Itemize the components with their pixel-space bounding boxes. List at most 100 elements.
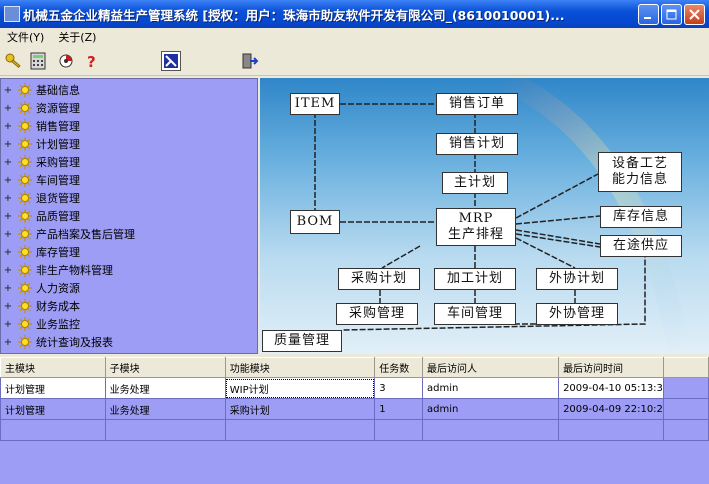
calculator-icon[interactable] — [28, 51, 48, 71]
help-icon[interactable]: ? — [82, 51, 102, 71]
tree-item[interactable]: +车间管理 — [1, 171, 257, 189]
tree-item[interactable]: +计划管理 — [1, 135, 257, 153]
column-header-sub-module[interactable]: 子模块 — [104, 357, 226, 378]
tree-item[interactable]: +基础信息 — [1, 81, 257, 99]
maximize-button[interactable] — [661, 3, 682, 25]
node-sales-plan[interactable]: 销售计划 — [436, 133, 518, 155]
tree-item-label: 人力资源 — [36, 282, 80, 295]
cell-sub-module[interactable]: 业务处理 — [104, 398, 226, 420]
expand-icon[interactable]: + — [3, 228, 13, 240]
close-button[interactable] — [684, 3, 705, 25]
column-header-last-visit-time[interactable]: 最后访问时间 — [558, 357, 664, 378]
table-header: 主模块 子模块 功能模块 任务数 最后访问人 最后访问时间 — [0, 357, 709, 378]
expand-icon[interactable]: + — [3, 84, 13, 96]
node-quality-mgmt[interactable]: 质量管理 — [262, 330, 342, 352]
cell-last-visitor[interactable]: admin — [421, 377, 560, 399]
tree-item[interactable]: +统计查询及报表 — [1, 333, 257, 351]
task-grid: 主模块 子模块 功能模块 任务数 最后访问人 最后访问时间 计划管理 业务处理 … — [0, 357, 709, 484]
node-equipment-sublabel: 能力信息 — [611, 172, 668, 187]
expand-icon[interactable]: + — [3, 264, 13, 276]
cell-function-module[interactable]: WIP计划 — [224, 377, 376, 399]
scan-icon[interactable] — [161, 51, 181, 71]
cell-main-module[interactable]: 计划管理 — [0, 377, 106, 399]
column-header-main-module[interactable]: 主模块 — [0, 357, 106, 378]
table-row-empty — [0, 419, 709, 441]
expand-icon[interactable]: + — [3, 138, 13, 150]
tree-item[interactable]: +资源管理 — [1, 99, 257, 117]
node-equipment-label: 设备工艺 — [611, 156, 668, 171]
expand-icon[interactable]: + — [3, 156, 13, 168]
switch-user-icon[interactable] — [56, 51, 76, 71]
cell-last-visitor[interactable]: admin — [421, 398, 560, 420]
column-header-last-visitor[interactable]: 最后访问人 — [421, 357, 560, 378]
cell-last-visit-time[interactable]: 2009-04-09 22:10:2 — [558, 398, 664, 420]
node-equipment[interactable]: 设备工艺 能力信息 — [598, 152, 682, 192]
tree-item-label: 业务监控 — [36, 318, 80, 331]
expand-icon[interactable]: + — [3, 300, 13, 312]
cell-sub-module[interactable]: 业务处理 — [104, 377, 226, 399]
cell-function-module[interactable]: 采购计划 — [224, 398, 376, 420]
expand-icon[interactable]: + — [3, 336, 13, 348]
app-icon[interactable] — [4, 6, 20, 22]
module-tree: +基础信息+资源管理+销售管理+计划管理+采购管理+车间管理+退货管理+品质管理… — [0, 78, 258, 354]
node-inventory[interactable]: 库存信息 — [600, 206, 682, 228]
tree-item[interactable]: + 退货管理 — [1, 189, 257, 207]
tree-item[interactable]: +产品档案及售后管理 — [1, 225, 257, 243]
node-outsource-plan[interactable]: 外协计划 — [536, 268, 618, 290]
cell-main-module[interactable]: 计划管理 — [0, 398, 106, 420]
exit-icon[interactable] — [240, 51, 260, 71]
expand-icon[interactable]: + — [3, 102, 13, 114]
module-icon — [17, 335, 33, 349]
cell-last-visit-time[interactable]: 2009-04-10 05:13:3 — [558, 377, 664, 399]
expand-icon[interactable]: + — [3, 246, 13, 258]
node-outsource-mgmt[interactable]: 外协管理 — [536, 303, 618, 325]
tree-item[interactable]: + 业务监控 — [1, 315, 257, 333]
tree-item-label: 退货管理 — [36, 192, 80, 205]
node-sales-order[interactable]: 销售订单 — [436, 93, 518, 115]
tree-item[interactable]: +品质管理 — [1, 207, 257, 225]
menu-file[interactable]: 文件(Y) — [7, 31, 45, 44]
tree-item[interactable]: + 库存管理 — [1, 243, 257, 261]
expand-icon[interactable]: + — [3, 318, 13, 330]
table-row[interactable]: 计划管理 业务处理 WIP计划 3 admin 2009-04-10 05:13… — [0, 377, 709, 399]
expand-icon[interactable]: + — [3, 192, 13, 204]
node-purchase-plan[interactable]: 采购计划 — [338, 268, 420, 290]
module-icon — [17, 209, 33, 223]
tree-item[interactable]: +采购管理 — [1, 153, 257, 171]
module-icon — [17, 155, 33, 169]
module-icon — [17, 83, 33, 97]
module-icon — [17, 119, 33, 133]
node-item[interactable]: ITEM — [290, 93, 340, 115]
node-master-plan[interactable]: 主计划 — [442, 172, 508, 194]
minimize-button[interactable] — [638, 3, 659, 25]
tree-item[interactable]: +财务成本 — [1, 297, 257, 315]
close-icon — [689, 8, 700, 20]
expand-icon[interactable]: + — [3, 282, 13, 294]
module-icon — [17, 245, 33, 259]
expand-icon[interactable]: + — [3, 174, 13, 186]
table-row[interactable]: 计划管理 业务处理 采购计划 1 admin 2009-04-09 22:10:… — [0, 398, 709, 420]
node-process-plan[interactable]: 加工计划 — [434, 268, 516, 290]
maximize-icon — [666, 9, 677, 19]
tree-item[interactable]: +非生产物料管理 — [1, 261, 257, 279]
column-header-task-count[interactable]: 任务数 — [374, 357, 423, 378]
node-mrp[interactable]: MRP 生产排程 — [436, 208, 516, 246]
key-icon[interactable] — [4, 51, 24, 71]
tree-item[interactable]: + 人力资源 — [1, 279, 257, 297]
tree-item[interactable]: +销售管理 — [1, 117, 257, 135]
tree-item-label: 库存管理 — [36, 246, 80, 259]
cell-task-count[interactable]: 3 — [374, 377, 423, 399]
menu-about[interactable]: 关于(Z) — [58, 31, 97, 44]
module-icon — [17, 299, 33, 313]
node-bom[interactable]: BOM — [290, 210, 340, 234]
module-icon — [17, 263, 33, 277]
expand-icon[interactable]: + — [3, 210, 13, 222]
expand-icon[interactable]: + — [3, 120, 13, 132]
node-workshop-mgmt[interactable]: 车间管理 — [434, 303, 516, 325]
module-icon — [17, 101, 33, 115]
column-header-function-module[interactable]: 功能模块 — [224, 357, 376, 378]
node-in-transit[interactable]: 在途供应 — [600, 235, 682, 257]
node-purchase-mgmt[interactable]: 采购管理 — [336, 303, 418, 325]
window-title: 机械五金企业精益生产管理系统 [授权：用户：珠海市助友软件开发有限公司_(861… — [23, 7, 565, 23]
cell-task-count[interactable]: 1 — [374, 398, 423, 420]
